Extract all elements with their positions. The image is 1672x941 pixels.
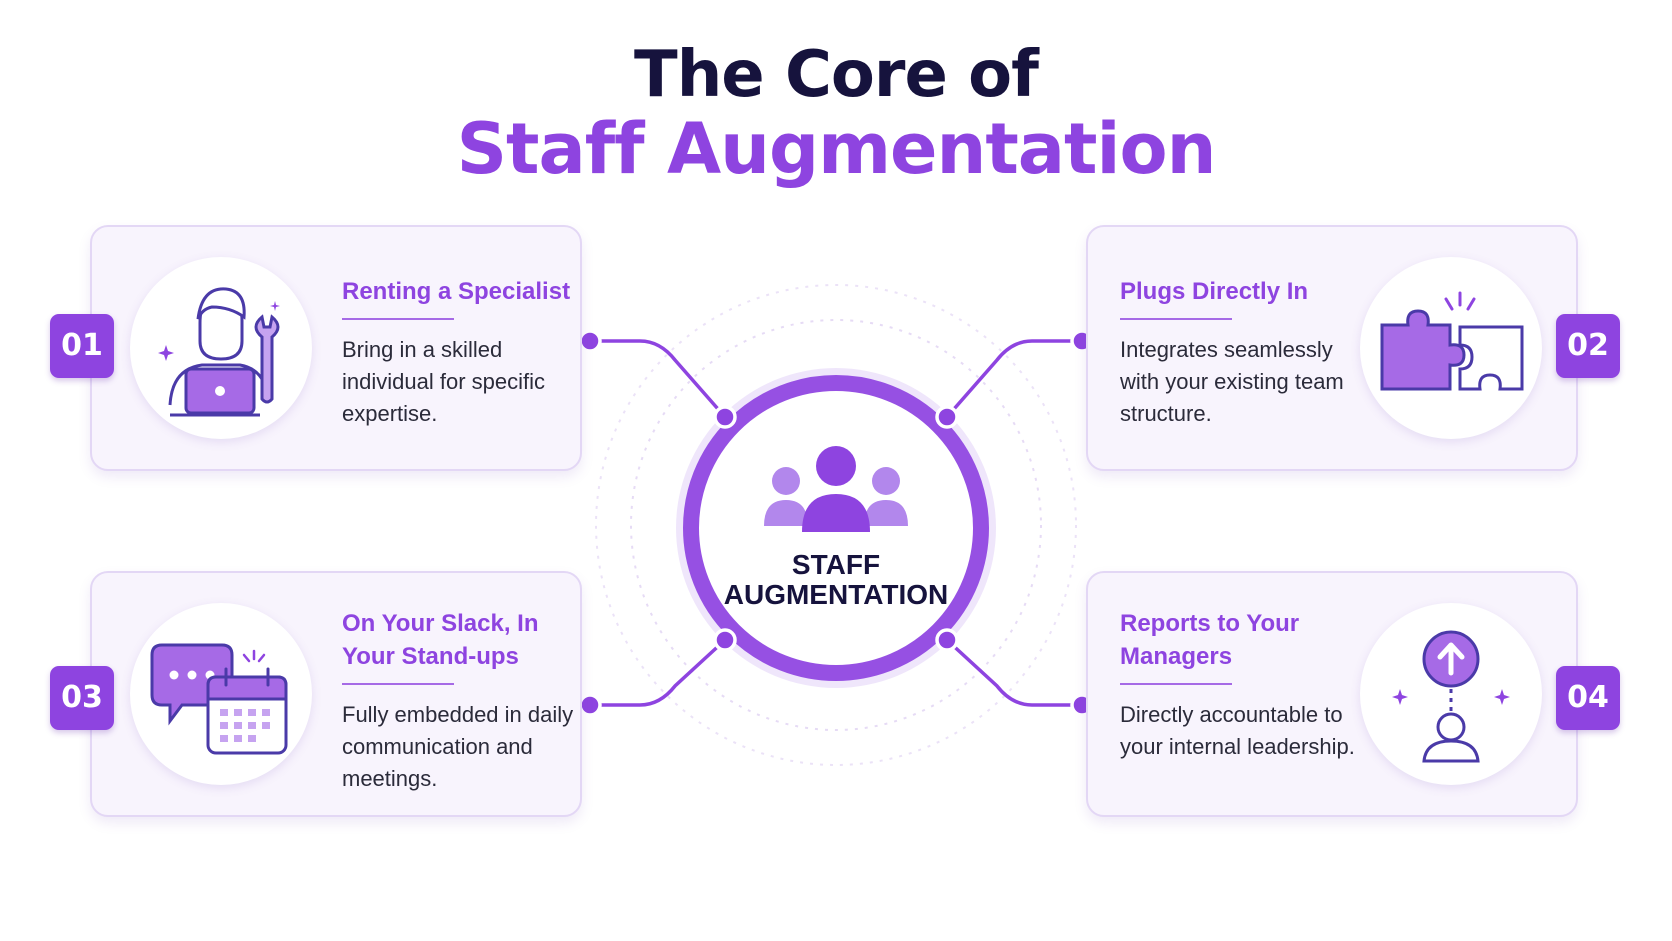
step-badge-02: 02 xyxy=(1556,314,1620,378)
team-icon xyxy=(764,446,908,532)
connector-4 xyxy=(945,638,1082,707)
hub-label-line-2: AUGMENTATION xyxy=(723,579,949,610)
card-text: On Your Slack, In Your Stand-ups Fully e… xyxy=(342,607,577,795)
node-3-inner xyxy=(713,628,737,652)
card-text: Plugs Directly In Integrates seamlessly … xyxy=(1120,275,1355,430)
card-reports-to-managers: Reports to Your Managers Directly accoun… xyxy=(1086,571,1578,817)
hub-label-line-1: STAFF xyxy=(791,549,881,580)
puzzle-pieces-icon xyxy=(1380,291,1524,391)
card-plugs-directly-in: Plugs Directly In Integrates seamlessly … xyxy=(1086,225,1578,471)
card-renting-specialist: Renting a Specialist Bring in a skilled … xyxy=(90,225,582,471)
card-description: Bring in a skilled individual for specif… xyxy=(342,337,545,426)
person-reporting-up-icon xyxy=(1392,630,1510,763)
connector-3 xyxy=(590,638,727,707)
card-heading: On Your Slack, In Your Stand-ups xyxy=(342,610,539,670)
icon-circle xyxy=(130,603,312,785)
hub-inner-dashed-ring xyxy=(630,319,1042,731)
heading-divider xyxy=(1120,318,1232,320)
node-1-outer xyxy=(578,329,602,353)
icon-circle xyxy=(130,257,312,439)
card-description: Fully embedded in daily communication an… xyxy=(342,702,574,791)
step-badge-01: 01 xyxy=(50,314,114,378)
heading-divider xyxy=(1120,683,1232,685)
card-description: Integrates seamlessly with your existing… xyxy=(1120,337,1344,426)
card-text: Renting a Specialist Bring in a skilled … xyxy=(342,275,577,430)
specialist-with-laptop-icon xyxy=(158,287,280,417)
heading-divider xyxy=(342,683,454,685)
chat-and-calendar-icon xyxy=(150,643,288,755)
title-line-1: The Core of xyxy=(634,38,1039,112)
icon-circle xyxy=(1360,257,1542,439)
connector-2 xyxy=(945,339,1082,419)
card-heading: Renting a Specialist xyxy=(342,278,571,305)
node-2-inner xyxy=(935,405,959,429)
step-badge-04: 04 xyxy=(1556,666,1620,730)
step-badge-03: 03 xyxy=(50,666,114,730)
connector-1 xyxy=(590,339,727,419)
node-3-outer xyxy=(578,693,602,717)
hub-outer-dashed-ring xyxy=(595,284,1077,766)
title-line-2: Staff Augmentation xyxy=(456,108,1217,190)
card-heading: Plugs Directly In xyxy=(1120,278,1309,305)
node-1-inner xyxy=(713,405,737,429)
icon-circle xyxy=(1360,603,1542,785)
card-text: Reports to Your Managers Directly accoun… xyxy=(1120,607,1355,763)
card-slack-standups: On Your Slack, In Your Stand-ups Fully e… xyxy=(90,571,582,817)
card-description: Directly accountable to your internal le… xyxy=(1120,702,1355,759)
card-heading: Reports to Your Managers xyxy=(1120,610,1300,670)
node-4-inner xyxy=(935,628,959,652)
heading-divider xyxy=(342,318,454,320)
